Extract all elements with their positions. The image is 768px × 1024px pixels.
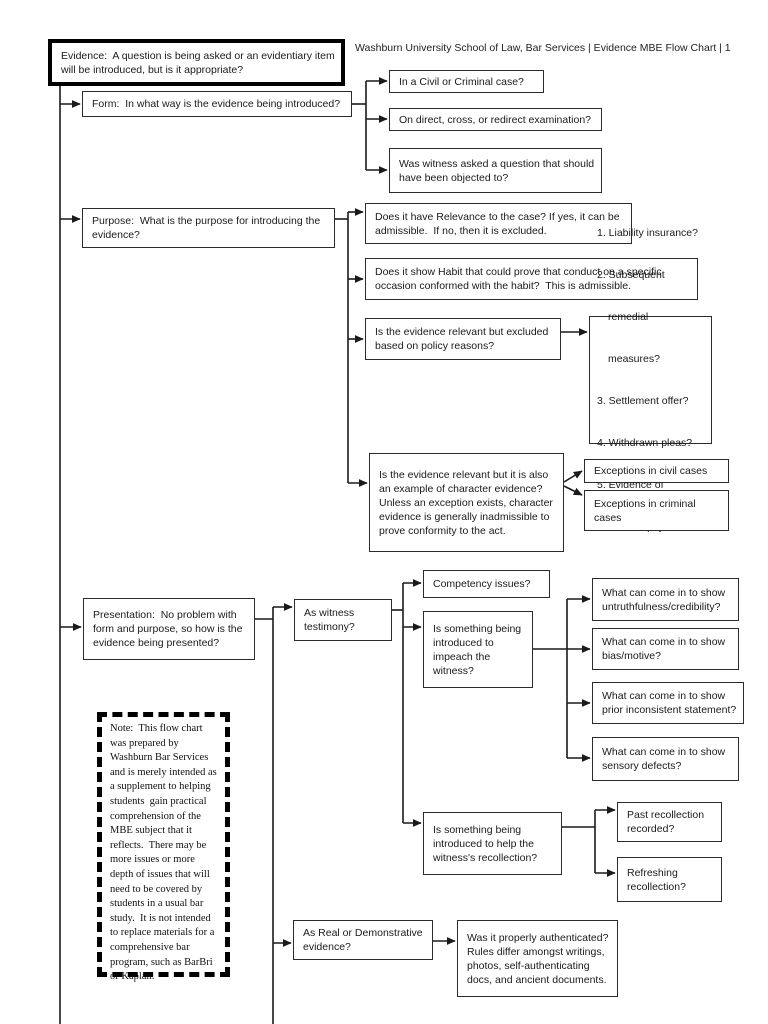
list-line: 1. Liability insurance?	[597, 227, 698, 239]
node-exceptions-civil: Exceptions in civil cases	[584, 459, 729, 483]
node-examination-type: On direct, cross, or redirect examinatio…	[389, 108, 602, 131]
list-line: 2. Subsequent	[597, 269, 665, 281]
node-presentation: Presentation: No problem with form and p…	[83, 598, 255, 660]
node-help-recollection: Is something being introduced to help th…	[423, 812, 562, 875]
list-line: 4. Withdrawn pleas?	[597, 437, 693, 449]
node-exceptions-criminal: Exceptions in criminal cases	[584, 490, 729, 531]
node-sensory-defects: What can come in to show sensory defects…	[592, 737, 739, 781]
node-relevance: Does it have Relevance to the case? If y…	[365, 203, 632, 244]
list-line: measures?	[608, 353, 660, 365]
page-header-title: Washburn University School of Law, Bar S…	[355, 42, 731, 54]
node-character-evidence: Is the evidence relevant but it is also …	[369, 453, 564, 552]
note-disclaimer-box: Note: This flow chart was prepared by Wa…	[97, 712, 230, 982]
list-line: 3. Settlement offer?	[597, 395, 689, 407]
node-past-recollection-recorded: Past recollection recorded?	[617, 802, 722, 842]
node-refreshing-recollection: Refreshing recollection?	[617, 857, 722, 902]
list-line: remedial	[608, 311, 649, 323]
node-prior-inconsistent-statement: What can come in to show prior inconsist…	[592, 682, 744, 724]
node-bias-motive: What can come in to show bias/motive?	[592, 628, 739, 670]
node-habit: Does it show Habit that could prove that…	[365, 258, 698, 300]
node-policy-exclusion: Is the evidence relevant but excluded ba…	[365, 318, 561, 360]
node-as-witness-testimony: As witness testimony?	[294, 599, 392, 641]
node-authenticated: Was it properly authenticated? Rules dif…	[457, 920, 618, 997]
node-civil-or-criminal: In a Civil or Criminal case?	[389, 70, 544, 93]
node-objection-question: Was witness asked a question that should…	[389, 148, 602, 193]
node-impeach-witness: Is something being introduced to impeach…	[423, 611, 533, 688]
node-untruthfulness-credibility: What can come in to show untruthfulness/…	[592, 578, 739, 621]
node-form: Form: In what way is the evidence being …	[82, 91, 352, 117]
node-policy-exclusion-list: 1. Liability insurance? 2. Subsequent re…	[589, 227, 712, 533]
node-competency-issues: Competency issues?	[423, 570, 550, 598]
node-purpose: Purpose: What is the purpose for introdu…	[82, 208, 335, 248]
node-evidence-root: Evidence: A question is being asked or a…	[48, 39, 345, 86]
node-real-demonstrative: As Real or Demonstrative evidence?	[293, 920, 433, 960]
